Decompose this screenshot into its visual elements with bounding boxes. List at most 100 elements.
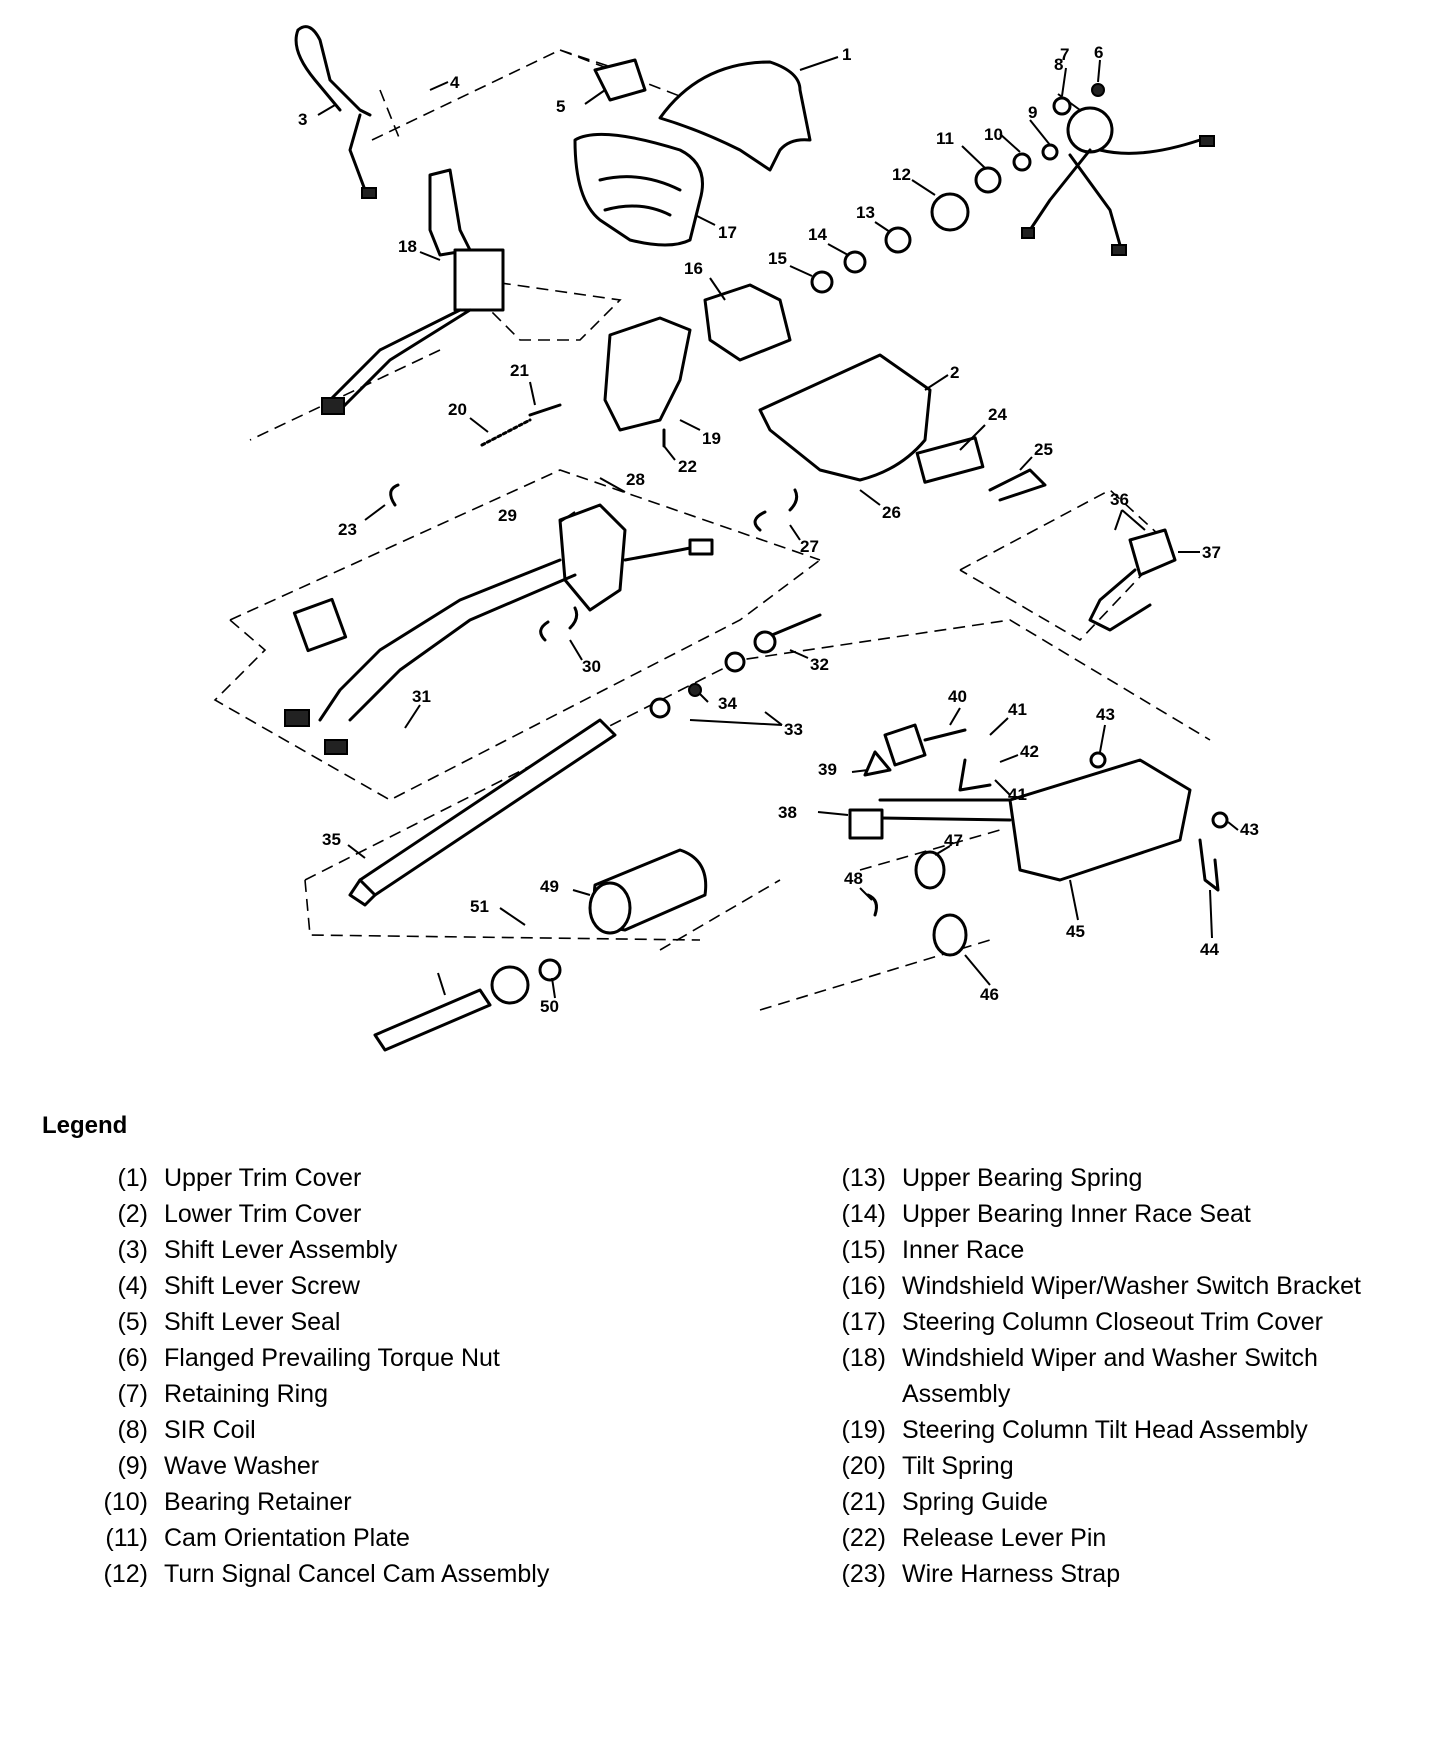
legend-text: SIR Coil: [164, 1416, 256, 1444]
callout: 41: [1008, 700, 1027, 719]
legend-left-column: (1)Upper Trim Cover (2)Lower Trim Cover …: [80, 1160, 724, 1592]
legend-item: (9) Wave Washer: [80, 1448, 724, 1484]
tilt-spring: [480, 418, 532, 447]
legend-number: (6): [117, 1344, 148, 1372]
legend-item: (18)Windshield Wiper and Washer Switch A…: [808, 1340, 1422, 1412]
legend-number: (4): [117, 1272, 148, 1300]
legend-text: Steering Column Closeout Trim Cover: [902, 1308, 1323, 1336]
legend-text: Lower Trim Cover: [164, 1200, 362, 1228]
legend-text: Upper Bearing Spring: [902, 1164, 1143, 1192]
legend-text: Flanged Prevailing Torque Nut: [164, 1344, 500, 1372]
callout: 51: [470, 897, 489, 916]
callout: 13: [856, 203, 875, 222]
callout: 4: [450, 73, 460, 92]
callout: 41: [1008, 785, 1027, 804]
legend-text: Shift Lever Screw: [164, 1272, 360, 1300]
lock-bracket: [958, 758, 992, 792]
sensor-37: [1128, 528, 1177, 577]
callout: 16: [684, 259, 703, 278]
callout: 23: [338, 520, 357, 539]
legend-number: (23): [841, 1560, 886, 1588]
callout: 6: [1094, 43, 1103, 62]
legend-text: Spring Guide: [902, 1488, 1048, 1516]
callout: 50: [540, 997, 559, 1016]
legend-text: Cam Orientation Plate: [164, 1524, 410, 1552]
callout: 7: [1060, 45, 1069, 64]
legend-number: (2): [117, 1200, 148, 1228]
callout: 29: [498, 506, 517, 525]
callout: 45: [1066, 922, 1085, 941]
callout: 11: [936, 129, 954, 148]
upper-trim-cover: [658, 60, 812, 172]
gear-46: [932, 913, 968, 957]
legend-number: (10): [103, 1488, 148, 1516]
legend-item: (15)Inner Race: [808, 1232, 1422, 1268]
callout: 3: [298, 110, 307, 129]
callout: 30: [582, 657, 601, 676]
callout: 25: [1034, 440, 1053, 459]
callout: 20: [448, 400, 467, 419]
legend-number: (11): [105, 1524, 148, 1552]
callout: 35: [322, 830, 341, 849]
legend-number: (13): [841, 1164, 886, 1192]
bearing-stack: [810, 83, 1215, 294]
legend-text: Wire Harness Strap: [902, 1560, 1121, 1588]
steering-column-exploded-diagram: 1 2 3 4 5 6 7 8 9 10 11 12 13 14 15 16 1…: [213, 25, 1259, 1052]
legend-number: (22): [841, 1524, 886, 1552]
legend-number: (19): [841, 1416, 886, 1444]
legend-item: (1)Upper Trim Cover: [80, 1160, 724, 1196]
legend-text: Windshield Wiper/Washer Switch Bracket: [902, 1272, 1361, 1300]
steering-shaft: [358, 718, 617, 897]
clip-48: [866, 893, 878, 917]
legend-item: (13) Upper Bearing Spring: [808, 1160, 1422, 1196]
callout: 43: [1096, 705, 1115, 724]
callout: 19: [702, 429, 721, 448]
legend-item: (6) Flanged Prevailing Torque Nut: [80, 1340, 724, 1376]
legend-right-column: (13) Upper Bearing Spring (14)Upper Beari…: [808, 1160, 1422, 1592]
callout: 21: [510, 361, 529, 380]
callout: 46: [980, 985, 999, 1004]
callout: 40: [948, 687, 967, 706]
legend-item: (20)Tilt Spring: [808, 1448, 1422, 1484]
release-lever: [988, 468, 1047, 502]
bracket-44: [1198, 838, 1220, 892]
legend-item: (17) Steering Column Closeout Trim Cover: [808, 1304, 1422, 1340]
closeout-trim-cover: [573, 132, 704, 247]
callout: 12: [892, 165, 911, 184]
legend-number: (1): [117, 1164, 148, 1192]
callout: 49: [540, 877, 559, 896]
spring-guide: [528, 403, 562, 417]
callout: 28: [626, 470, 645, 489]
callout: 5: [556, 97, 565, 116]
key-cylinder: [848, 808, 884, 840]
gear-47: [914, 850, 946, 890]
assembly-outlines: [213, 49, 1211, 1011]
lock-actuator: [863, 750, 892, 777]
callout: 44: [1200, 940, 1219, 959]
legend-number: (16): [841, 1272, 886, 1300]
legend-number: (9): [117, 1452, 148, 1480]
legend-text: Upper Bearing Inner Race Seat: [902, 1200, 1251, 1228]
legend-item: (19)Steering Column Tilt Head Assembly: [808, 1412, 1422, 1448]
legend-text: Windshield Wiper and Washer Switch Assem…: [902, 1344, 1318, 1408]
legend-text: Wave Washer: [164, 1452, 320, 1480]
callout: 9: [1028, 103, 1037, 122]
legend-number: (5): [117, 1308, 148, 1336]
legend-text: Inner Race: [902, 1236, 1025, 1264]
trim-cover-insert: [915, 436, 985, 484]
legend-item: (14)Upper Bearing Inner Race Seat: [808, 1196, 1422, 1232]
wiper-switch-bracket: [703, 283, 792, 362]
lower-trim-cover: [758, 353, 932, 482]
legend-text: Shift Lever Seal: [164, 1308, 341, 1336]
legend-number: (21): [841, 1488, 886, 1516]
legend-text: Tilt Spring: [902, 1452, 1014, 1480]
callout: 36: [1110, 490, 1129, 509]
legend-item: (22) Release Lever Pin: [808, 1520, 1422, 1556]
tilt-head-assembly: [603, 316, 692, 432]
legend-text: Release Lever Pin: [902, 1524, 1107, 1552]
legend-number: (17): [841, 1308, 886, 1336]
callout: 10: [984, 125, 1003, 144]
callout: 26: [882, 503, 901, 522]
callout: 18: [398, 237, 417, 256]
callout: 32: [810, 655, 829, 674]
